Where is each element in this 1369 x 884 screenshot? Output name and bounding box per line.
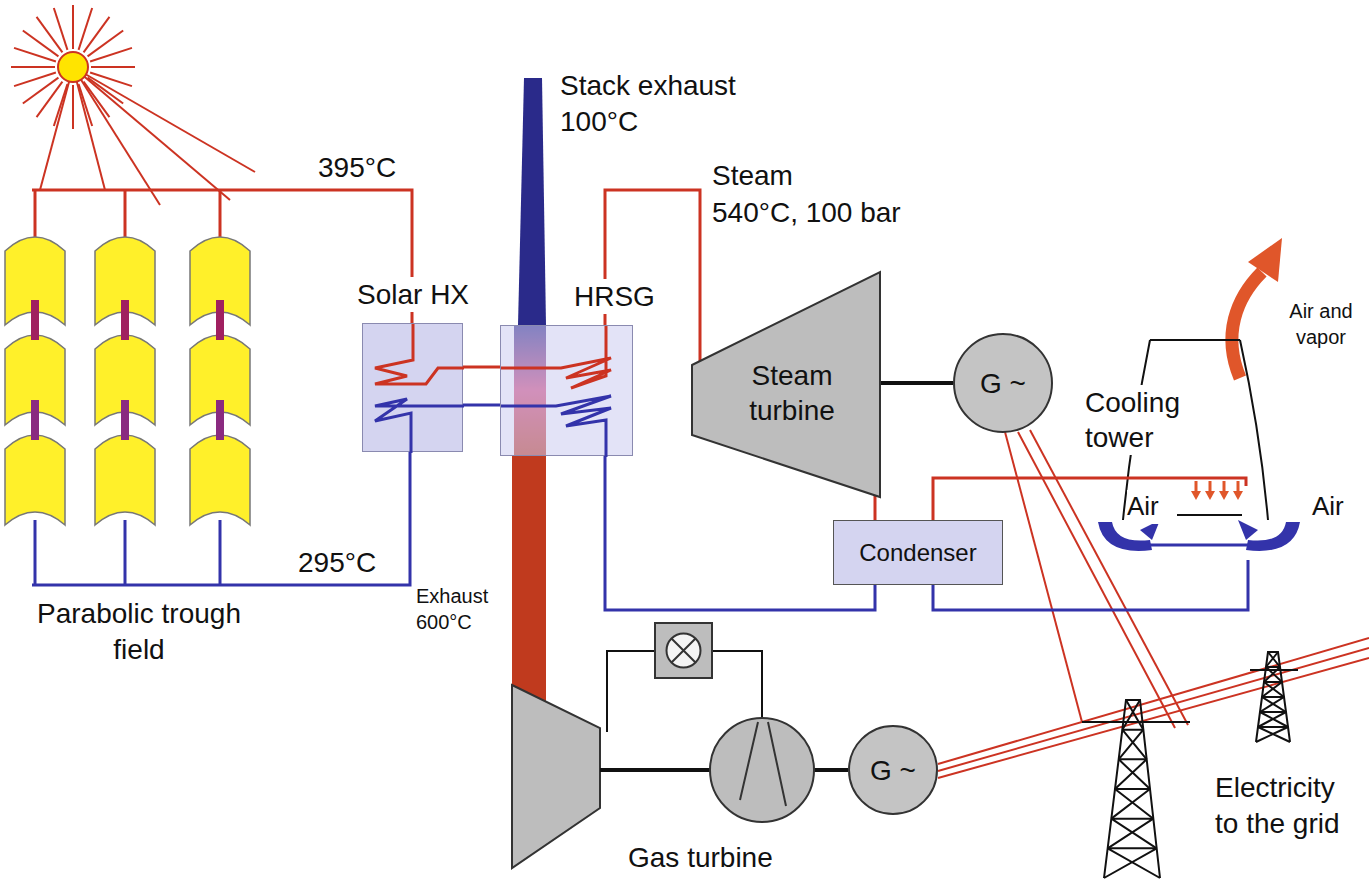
power-lines — [938, 430, 1369, 778]
box-heading: Solar HX — [354, 277, 472, 312]
hrsg-box: HRSG — [500, 325, 633, 456]
generator-circle: G ~ — [848, 725, 938, 815]
air-label: Air — [1312, 490, 1362, 524]
air-label: Air — [1127, 490, 1177, 524]
temperature-label: 395°C — [318, 150, 418, 186]
gas-turbine-label: Gas turbine — [628, 840, 818, 876]
pipe-connector — [933, 478, 1078, 520]
solar-heat-exchanger-shape — [363, 324, 464, 453]
pipe-connector — [880, 381, 953, 385]
hrsg-box-shape — [501, 326, 634, 457]
exhaust-duct — [512, 456, 546, 706]
gas-turbine-drawing — [512, 623, 848, 868]
generator-circle: G ~ — [953, 333, 1053, 433]
exhaust-label: Exhaust 600°C — [416, 583, 510, 635]
pipe-connector — [463, 366, 500, 369]
steam-turbine: Steam turbine — [692, 272, 880, 497]
plume-label: Air and vapor — [1278, 298, 1364, 350]
solar-pipes — [32, 190, 412, 585]
sun — [11, 5, 255, 205]
node-label: Steam turbine — [730, 358, 854, 428]
steam-condition: 540°C, 100 bar — [712, 195, 962, 231]
vapor-plume — [1232, 238, 1282, 378]
node-label: Condenser — [859, 538, 976, 568]
trough-field — [5, 190, 250, 585]
node-label: G ~ — [870, 753, 916, 788]
solar-heat-exchanger: Solar HX — [362, 323, 463, 452]
condenser-box: Condenser — [833, 520, 1003, 585]
temperature-note: Stack exhaust 100°C — [560, 68, 760, 141]
steam-label: Steam — [712, 158, 832, 194]
field-label: Parabolic trough field — [28, 596, 250, 669]
pipe-connector — [463, 404, 500, 407]
pipe-connector — [874, 494, 877, 520]
pylons — [1082, 652, 1298, 878]
grid-label: Electricity to the grid — [1215, 770, 1363, 843]
stack — [518, 78, 546, 325]
cooling-tower: Cooling tower — [1078, 335, 1318, 560]
temperature-label: 295°C — [298, 545, 398, 581]
box-heading: HRSG — [571, 279, 658, 314]
node-label: G ~ — [980, 366, 1026, 401]
node-label: Cooling tower — [1085, 385, 1203, 455]
